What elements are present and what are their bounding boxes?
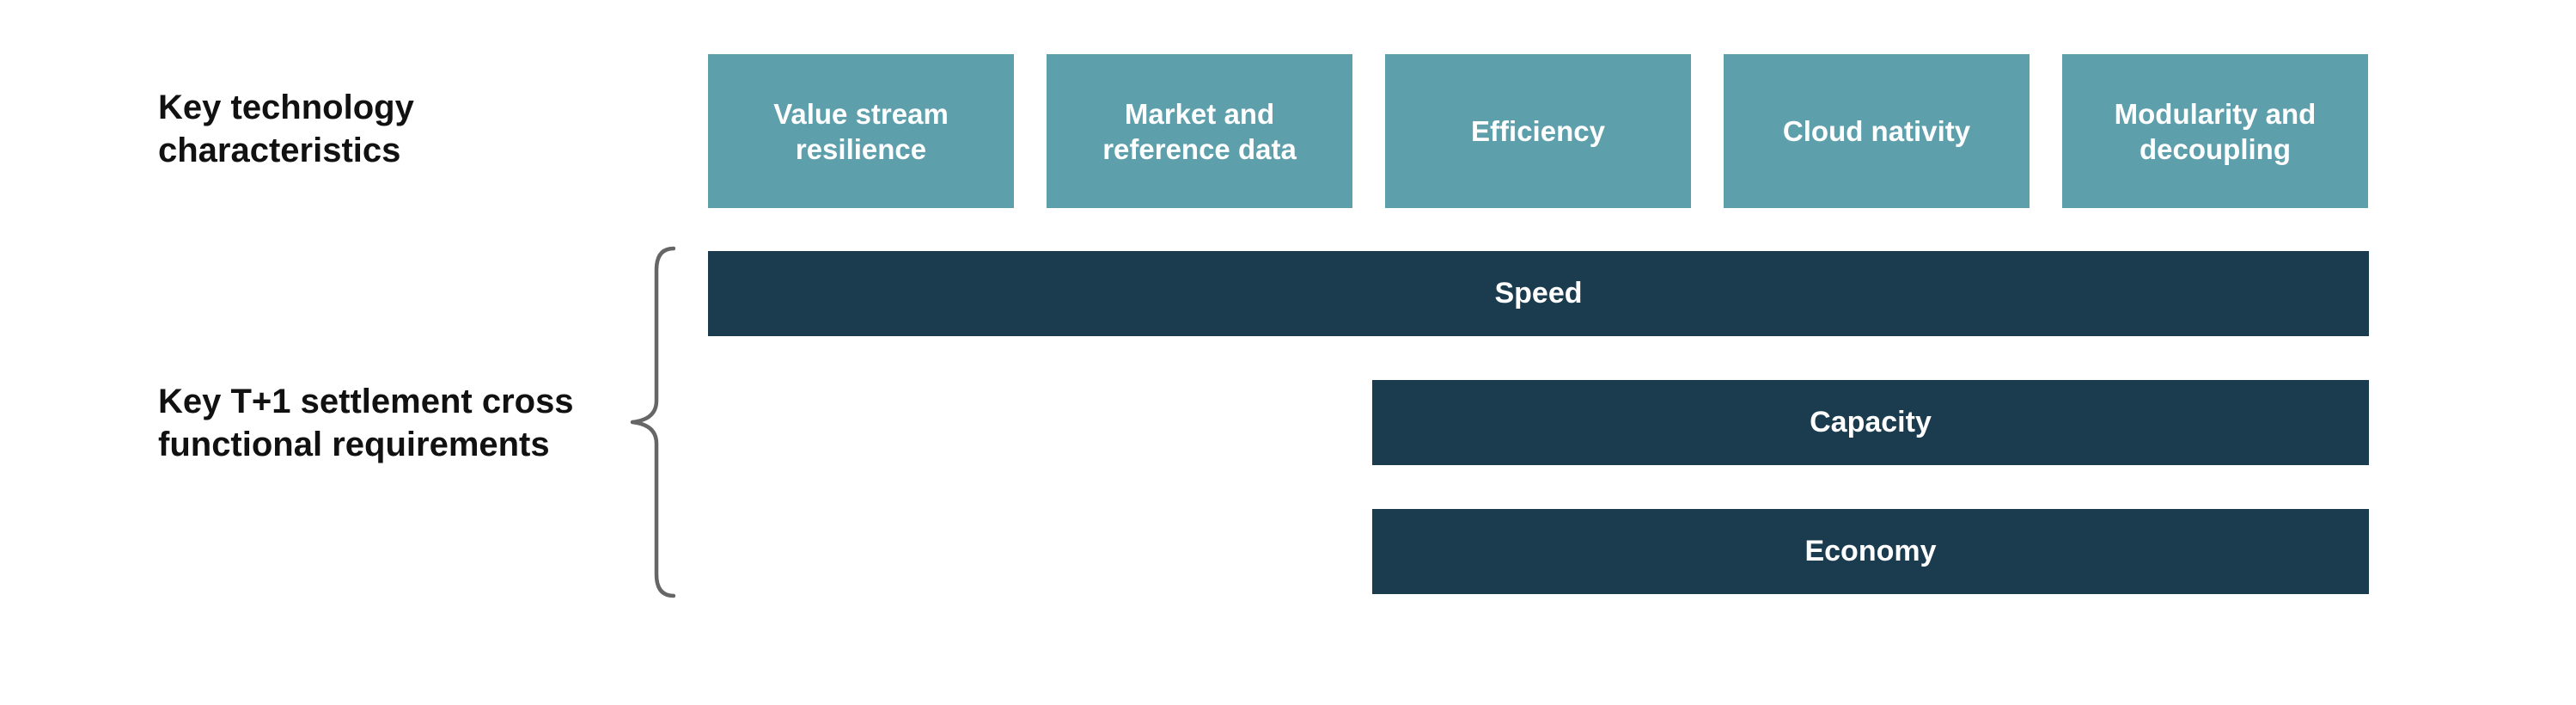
brace-path <box>630 246 675 598</box>
requirement-bar-speed: Speed <box>708 251 2369 336</box>
requirements-label: Key T+1 settlement cross functional requ… <box>158 380 574 466</box>
bar-label: Economy <box>1804 535 1937 567</box>
label-line: Key technology <box>158 89 414 126</box>
curly-brace-icon <box>630 246 675 598</box>
tile-line: Modularity and <box>2114 97 2317 130</box>
tile-line: decoupling <box>2140 132 2291 165</box>
requirement-bar-capacity: Capacity <box>1372 380 2369 465</box>
label-line: characteristics <box>158 132 401 169</box>
tile-line: reference data <box>1102 132 1297 165</box>
characteristic-tile-value-stream-resilience: Value stream resilience <box>708 54 1014 208</box>
characteristic-tile-cloud-nativity: Cloud nativity <box>1724 54 2030 208</box>
characteristic-tile-modularity-decoupling: Modularity and decoupling <box>2062 54 2368 208</box>
bar-label: Capacity <box>1810 406 1932 438</box>
characteristic-tile-efficiency: Efficiency <box>1385 54 1691 208</box>
technology-characteristics-label: Key technology characteristics <box>158 86 414 172</box>
tile-line: Market and <box>1124 97 1275 130</box>
tile-line: Value stream <box>773 97 949 130</box>
requirement-bar-economy: Economy <box>1372 509 2369 594</box>
tile-line: resilience <box>795 132 927 165</box>
tile-line: Efficiency <box>1471 115 1605 147</box>
label-line: functional requirements <box>158 426 550 463</box>
bar-label: Speed <box>1494 277 1583 310</box>
tile-line: Cloud nativity <box>1782 115 1971 147</box>
label-line: Key T+1 settlement cross <box>158 383 574 420</box>
characteristic-tile-market-reference-data: Market and reference data <box>1047 54 1352 208</box>
